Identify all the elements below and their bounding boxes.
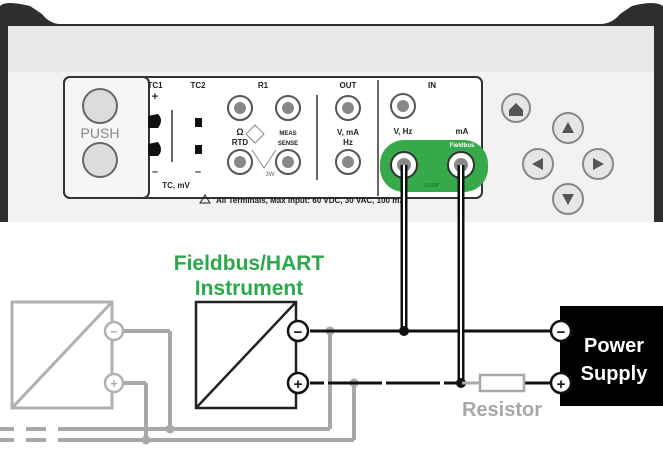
r1-label: R1 — [258, 81, 269, 90]
arrow-up-icon — [562, 122, 574, 133]
out-hz-label: Hz — [343, 138, 353, 147]
loop-label: LOOP — [425, 183, 440, 189]
r1-socket-bottom-right-core — [282, 156, 294, 168]
power-supply: Power Supply − + — [549, 306, 663, 406]
instrument-title-line1: Fieldbus/HART — [174, 252, 325, 275]
instrument-title-line2: Instrument — [195, 277, 304, 300]
power-supply-line2: Supply — [581, 363, 649, 385]
rtd-bridge-symbol — [245, 124, 265, 144]
instrument-plus-symbol: + — [294, 376, 303, 393]
power-supply-line1: Power — [584, 335, 644, 357]
threew-label: 3W — [266, 172, 275, 178]
in-v-hz-label: V, Hz — [394, 127, 413, 136]
rtd-label: RTD — [232, 138, 249, 147]
power-minus-symbol: − — [557, 324, 566, 341]
tc2-plus-socket[interactable] — [195, 118, 202, 127]
arrow-down-icon — [562, 194, 574, 205]
sense-label: SENSE — [278, 141, 298, 147]
warning-icon — [199, 194, 211, 204]
secondary-plus-symbol: + — [110, 376, 118, 391]
resistor-body — [478, 373, 526, 393]
out-label: OUT — [340, 81, 357, 90]
out-section: OUT V, mA Hz — [335, 80, 379, 196]
meas-label: MEAS — [279, 131, 296, 137]
in-label: IN — [428, 81, 436, 90]
tc-minus-label-right: – — [195, 166, 201, 178]
tc1-label: TC1 — [147, 81, 163, 90]
tc1-plus-socket[interactable] — [148, 114, 161, 128]
device-right-edge — [654, 30, 663, 222]
push-button-top[interactable] — [82, 88, 118, 124]
in-ma-label: mA — [456, 127, 469, 136]
gray-junction-1 — [165, 424, 175, 434]
power-minus-terminal — [549, 319, 573, 343]
out-socket-bottom-core — [342, 156, 354, 168]
nav-pad — [501, 93, 614, 215]
fieldbus-label: Fieldbus — [450, 143, 475, 149]
device-left-edge — [0, 30, 8, 222]
junction-plus — [456, 378, 466, 388]
arrow-left-icon — [532, 158, 543, 170]
wiring — [0, 165, 555, 445]
r1-socket-top-right-core — [282, 102, 294, 114]
secondary-instrument-diagonal — [10, 300, 114, 410]
warning-strip: All Terminals, Max Input: 60 VDC, 30 VAC… — [199, 194, 405, 205]
power-plus-symbol: + — [557, 376, 566, 393]
power-supply-box — [560, 306, 663, 406]
instrument-plus-terminal — [286, 371, 310, 395]
secondary-minus-terminal — [103, 320, 125, 342]
three-wire-symbol — [251, 149, 277, 169]
device-top-band — [8, 26, 654, 72]
instrument-minus-symbol: − — [294, 324, 303, 341]
fieldbus-instrument: Fieldbus/HART Instrument − + — [174, 252, 325, 410]
warning-text: All Terminals, Max Input: 60 VDC, 30 VAC… — [216, 196, 405, 205]
tc-minus-label-left: – — [152, 166, 158, 178]
secondary-plus-terminal — [103, 372, 125, 394]
resistor: Resistor — [462, 373, 542, 421]
tc2-minus-socket[interactable] — [195, 145, 202, 154]
tc2-label: TC2 — [190, 81, 206, 90]
in-socket-top-core — [397, 100, 409, 112]
r1-socket-top-left-core — [234, 102, 246, 114]
out-v-ma-label: V, mA — [337, 128, 359, 137]
r1-socket-bottom-left-core — [234, 156, 246, 168]
tc-plus-label: + — [152, 91, 158, 103]
junction-minus — [399, 326, 409, 336]
instrument-diagonal — [195, 301, 297, 409]
secondary-minus-symbol: − — [110, 324, 118, 339]
push-button-bottom[interactable] — [82, 142, 118, 178]
secondary-instrument: − + — [10, 300, 125, 410]
tc1-minus-socket[interactable] — [148, 142, 161, 156]
tc-mv-label: TC, mV — [162, 181, 190, 190]
tc-section: TC1 TC2 + – – TC, mV — [147, 81, 206, 190]
r1-section: R1 Ω RTD MEAS SENSE 3W — [227, 81, 318, 180]
arrow-right-icon — [593, 158, 604, 170]
resistor-label: Resistor — [462, 399, 542, 421]
push-label: PUSH — [81, 125, 120, 141]
out-socket-top-core — [342, 102, 354, 114]
ohm-label: Ω — [236, 127, 243, 137]
gray-junction-2 — [141, 435, 151, 445]
power-plus-terminal — [549, 371, 573, 395]
push-buttons[interactable]: PUSH — [81, 88, 120, 178]
home-icon — [509, 103, 523, 116]
instrument-minus-terminal — [286, 319, 310, 343]
